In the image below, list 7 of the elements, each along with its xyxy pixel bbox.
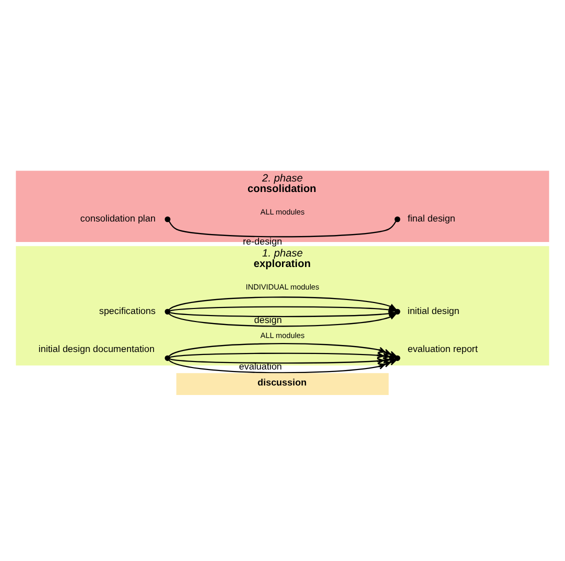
node-label: evaluation report	[408, 343, 478, 354]
edge-label: design	[254, 314, 282, 326]
node-label: final design	[408, 212, 456, 224]
node-label: consolidation plan	[80, 212, 156, 224]
node-label: initial design documentation	[38, 343, 155, 354]
node-label: initial design	[408, 304, 460, 316]
node-label: specifications	[99, 304, 156, 316]
